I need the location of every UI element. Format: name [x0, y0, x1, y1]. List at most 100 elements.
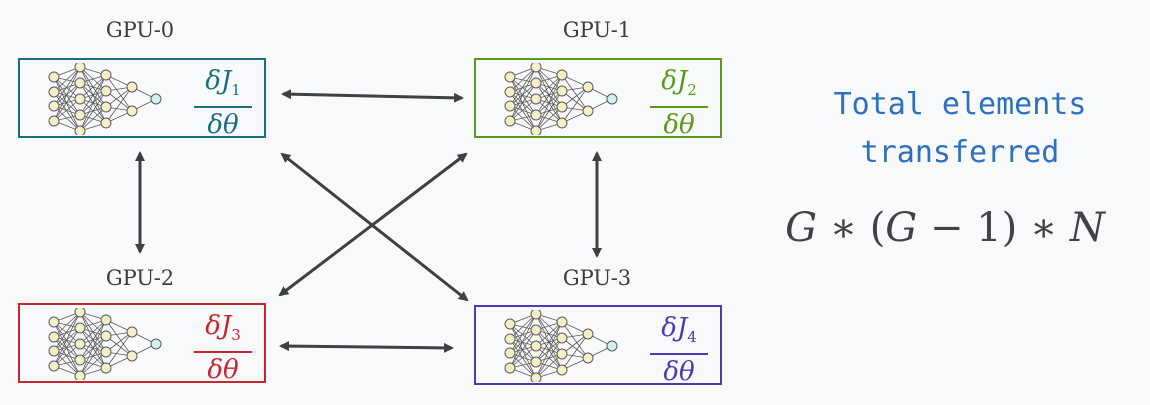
- net-edge: [535, 353, 563, 379]
- net-node: [606, 340, 618, 352]
- gpu2-denominator: δθ: [207, 355, 239, 386]
- net-node: [556, 69, 568, 81]
- net-edge: [79, 319, 107, 377]
- net-node: [530, 77, 542, 89]
- net-edge: [509, 66, 537, 122]
- net-edge: [53, 336, 81, 377]
- net-edge: [509, 76, 537, 116]
- gpu1-neural-net-icon: [504, 63, 618, 135]
- arrow-gpu0-gpu1: [281, 89, 464, 103]
- net-node: [530, 340, 542, 352]
- net-edge: [79, 74, 107, 116]
- net-node: [100, 69, 112, 81]
- net-node: [126, 105, 138, 117]
- net-node: [126, 326, 138, 338]
- net-edge: [105, 86, 133, 124]
- net-node: [74, 109, 86, 121]
- net-edge: [53, 91, 81, 132]
- formula-minus: −: [929, 205, 964, 251]
- net-edge: [509, 338, 537, 363]
- net-edge: [509, 91, 537, 132]
- gpu2-label: GPU-2: [105, 266, 175, 290]
- net-edge: [53, 66, 81, 107]
- net-edge: [53, 343, 81, 367]
- net-edge: [509, 323, 537, 347]
- net-node: [504, 71, 516, 83]
- net-node: [556, 85, 568, 97]
- gpu0-neural-net-icon: [48, 63, 162, 135]
- net-node: [556, 101, 568, 113]
- gpu0-label: GPU-0: [105, 18, 175, 42]
- net-edge: [79, 90, 107, 132]
- gpu2-neural-net-icon: [48, 308, 162, 380]
- gpu2-numerator: δJ: [205, 311, 232, 341]
- net-edge: [535, 74, 563, 100]
- net-node: [530, 372, 542, 382]
- net-node: [504, 362, 516, 374]
- net-node: [74, 63, 86, 73]
- net-node: [48, 86, 60, 98]
- net-edge: [509, 76, 537, 100]
- net-node: [150, 93, 162, 105]
- net-edge: [53, 350, 81, 377]
- net-node: [582, 105, 594, 117]
- net-node: [582, 352, 594, 364]
- net-edge: [509, 329, 537, 369]
- net-edge: [535, 74, 563, 132]
- net-node: [74, 354, 86, 366]
- net-node: [126, 350, 138, 362]
- net-node: [48, 115, 60, 127]
- net-node: [48, 345, 60, 357]
- net-edge: [53, 105, 81, 132]
- net-node: [100, 314, 112, 326]
- net-edge: [535, 106, 563, 132]
- net-node: [100, 85, 112, 97]
- net-node: [74, 308, 86, 318]
- gpu3-numerator: δJ: [661, 313, 688, 343]
- net-node: [530, 109, 542, 121]
- net-edge: [535, 90, 563, 132]
- net-edge: [79, 319, 107, 345]
- net-edge: [509, 313, 537, 340]
- net-node: [556, 316, 568, 328]
- gpu3-label: GPU-3: [562, 266, 632, 290]
- gpu0-gradient: δJ1 δθ: [190, 66, 256, 140]
- net-edge: [561, 321, 589, 359]
- net-edge: [561, 74, 589, 112]
- formula-op1: ∗: [829, 205, 857, 251]
- gpu2-box: δJ3 δθ: [18, 303, 266, 386]
- net-node: [74, 77, 86, 89]
- gpu3-denominator: δθ: [663, 357, 695, 388]
- net-edge: [53, 336, 81, 361]
- net-node: [100, 346, 112, 358]
- net-edge: [53, 321, 81, 361]
- formula-N: N: [1069, 205, 1105, 251]
- net-edge: [535, 321, 563, 379]
- net-node: [504, 115, 516, 127]
- net-edge: [79, 319, 107, 361]
- net-edge: [53, 327, 81, 367]
- formula-close-paren: ): [1001, 205, 1018, 251]
- net-edge: [561, 333, 589, 371]
- gpu1-numerator: δJ: [661, 66, 688, 96]
- gpu0-box: δJ1 δθ: [18, 58, 266, 140]
- net-edge: [509, 66, 537, 93]
- net-node: [556, 117, 568, 129]
- gpu3-neural-net-icon: [504, 310, 618, 382]
- formula-G1: G: [785, 205, 818, 251]
- gpu1-denominator: δθ: [663, 110, 695, 141]
- net-edge: [53, 311, 81, 352]
- net-node: [504, 333, 516, 345]
- net-edge: [53, 66, 81, 122]
- net-edge: [509, 313, 537, 369]
- net-node: [556, 348, 568, 360]
- gpu1-fraction-bar: [650, 106, 708, 109]
- net-edge: [535, 337, 563, 379]
- gpu3-gradient: δJ4 δθ: [646, 313, 712, 387]
- note-line-2: transferred: [860, 135, 1060, 170]
- net-node: [48, 100, 60, 112]
- formula-G2: G: [885, 205, 918, 251]
- net-node: [74, 322, 86, 334]
- gpu1-box: δJ2 δθ: [474, 58, 722, 141]
- net-node: [606, 93, 618, 105]
